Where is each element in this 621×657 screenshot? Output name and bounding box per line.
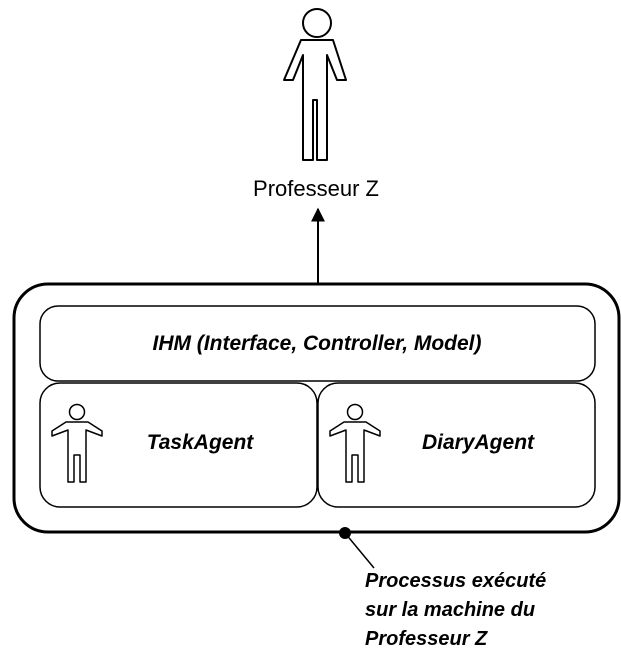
ihm-box: [39, 305, 596, 382]
user-actor-label: Professeur Z: [253, 176, 379, 201]
annotation-pointer-line: [344, 532, 375, 569]
annotation-line: Processus exécuté: [365, 570, 546, 592]
diary-agent-label: DiaryAgent: [422, 431, 535, 454]
annotation-line: Professeur Z: [365, 628, 488, 650]
annotation-line: sur la machine du: [365, 599, 535, 621]
diary-agent-box: [317, 382, 596, 508]
annotation-text: Processus exécuté sur la machine du Prof…: [365, 570, 552, 650]
task-agent-icon: [51, 403, 103, 483]
task-agent-label: TaskAgent: [147, 431, 255, 454]
user-actor-icon: [283, 8, 347, 161]
ihm-label: IHM (Interface, Controller, Model): [152, 332, 481, 355]
diary-agent-icon: [329, 403, 381, 483]
task-agent-box: [39, 382, 318, 508]
